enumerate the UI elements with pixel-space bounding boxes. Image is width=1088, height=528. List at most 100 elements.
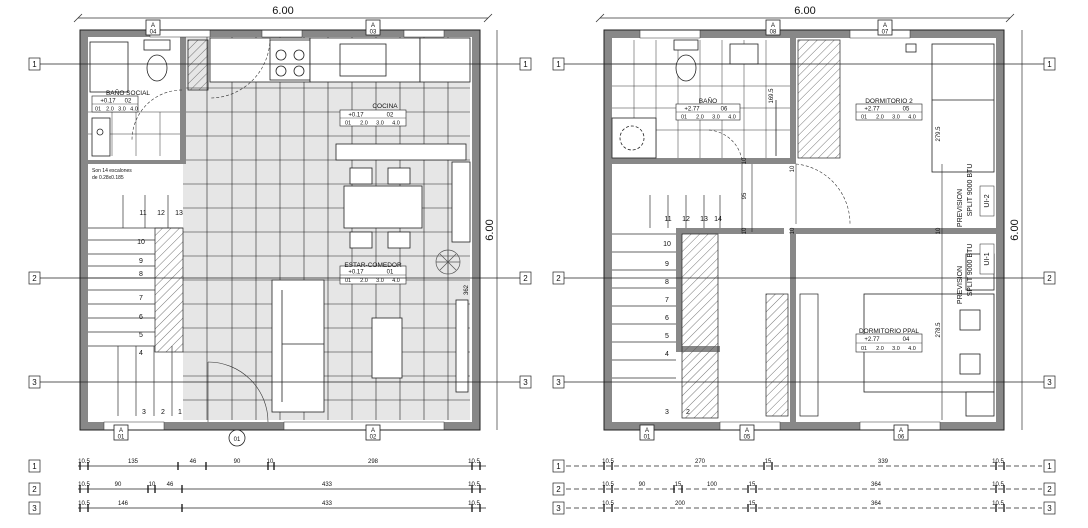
dim-value: 10.5 <box>602 459 614 465</box>
room-tag-bano: BAÑO +2.77 06 01 2.0 3.0 4.0 <box>675 96 741 121</box>
room-code: 4.0 <box>908 115 916 121</box>
inner-dimension: 278.5 <box>936 322 942 338</box>
inner-dimension: 10 <box>742 227 748 234</box>
dim-value: 10.5 <box>468 482 480 488</box>
bedroom-2-bed <box>905 43 995 173</box>
dim-value: 10.5 <box>468 501 480 507</box>
room-num: 02 <box>125 99 132 105</box>
dim-row-axis: 1 <box>556 462 561 471</box>
room-num: 06 <box>721 107 728 113</box>
dim-value: 10.5 <box>78 459 90 465</box>
axis-tag: 3 <box>32 378 37 387</box>
room-tag-dormitorio-ppal: DORMITORIO PPAL +2.77 04 01 2.0 3.0 4.0 <box>855 328 923 353</box>
split-note-line: SPLIT 9000 BTU <box>967 164 974 217</box>
room-num: 01 <box>387 270 394 276</box>
dim-value: 10.5 <box>602 482 614 488</box>
section-mark: A 06 <box>893 424 909 441</box>
door-swings <box>131 37 271 423</box>
step-number: 4 <box>665 351 669 358</box>
room-name: ESTAR-COMEDOR <box>344 262 402 269</box>
room-code: 3.0 <box>892 346 900 352</box>
axis-tag: 2 <box>32 274 37 283</box>
step-number: 9 <box>665 261 669 268</box>
room-code: 2.0 <box>360 121 368 127</box>
dim-value: 433 <box>322 482 333 488</box>
dining-table <box>343 161 471 249</box>
room-tag-dormitorio-2: DORMITORIO 2 +2.77 05 01 2.0 3.0 4.0 <box>855 98 923 121</box>
section-number: 08 <box>770 30 777 36</box>
room-code: 01 <box>345 121 351 127</box>
room-num: 04 <box>903 337 910 343</box>
overall-width-label: 6.00 <box>794 5 815 17</box>
dim-ticks <box>603 462 1005 512</box>
dim-row-axis: 1 <box>32 462 37 471</box>
dim-value: 10.5 <box>602 501 614 507</box>
room-code: 4.0 <box>130 107 138 113</box>
dim-value: 433 <box>322 501 333 507</box>
step-number: 2 <box>161 409 165 416</box>
dim-value: 90 <box>115 482 122 488</box>
room-level: +0.17 <box>100 99 116 105</box>
upper-stairs <box>612 195 721 419</box>
grid-axes <box>40 63 1044 383</box>
step-number: 14 <box>714 216 722 223</box>
room-code: 2.0 <box>360 278 368 284</box>
section-mark: A 01 <box>639 424 655 441</box>
room-code: 4.0 <box>392 121 400 127</box>
split-note-line: PREVISION <box>957 266 964 304</box>
room-name: BAÑO <box>699 96 717 105</box>
dim-value: 270 <box>695 459 706 465</box>
stairs-note-2: de 0.28x0.185 <box>92 175 124 181</box>
dim-value: 10.5 <box>78 501 90 507</box>
dim-value: 15 <box>749 501 756 507</box>
dim-value: 298 <box>368 459 379 465</box>
step-number: 11 <box>664 216 671 223</box>
step-number: 10 <box>137 239 145 246</box>
door-mark: 01 <box>228 429 246 447</box>
kitchen-counter <box>209 37 471 161</box>
axis-tag: 1 <box>556 60 561 69</box>
dim-value: 364 <box>871 501 882 507</box>
dim-row-axis: 2 <box>1047 485 1052 494</box>
axis-tag: 2 <box>523 274 528 283</box>
section-letter: A <box>745 428 749 434</box>
axis-tags: 1 1 2 2 3 3 1 1 2 2 3 3 <box>28 57 1056 389</box>
room-code: 2.0 <box>106 107 114 113</box>
room-code: 2.0 <box>876 115 884 121</box>
closet-1 <box>797 39 841 159</box>
inner-dimension: 10 <box>790 227 796 234</box>
dim-value: 10.5 <box>992 482 1004 488</box>
bathroom-fixtures <box>611 39 777 159</box>
inner-dimensions: 169.5 279.5 278.5 95 10 10 10 10 10 <box>742 88 942 338</box>
room-code: 01 <box>345 278 351 284</box>
room-code: 01 <box>861 346 867 352</box>
room-code: 4.0 <box>392 278 400 284</box>
closet-3 <box>799 293 819 417</box>
inner-dimension: 95 <box>742 192 748 199</box>
step-number: 5 <box>139 332 143 339</box>
step-number: 6 <box>139 314 143 321</box>
dim-value: 135 <box>128 459 139 465</box>
door-swings <box>707 129 943 420</box>
overall-width-dimension: 6.00 <box>595 5 1015 23</box>
upper-floor-plan: 6.00 6.00 <box>595 5 1023 441</box>
room-level: +0.17 <box>348 270 364 276</box>
sofa <box>271 279 469 413</box>
room-tag-bano-social: BAÑO SOCIAL +0.17 02 01 2.0 3.0 4.0 <box>91 88 150 113</box>
room-code: 3.0 <box>892 115 900 121</box>
step-number: 12 <box>682 216 690 223</box>
section-number: 07 <box>882 30 889 36</box>
step-number: 5 <box>665 333 669 340</box>
dim-value: 46 <box>190 459 197 465</box>
inner-dimension: 10 <box>742 157 748 164</box>
overall-depth-label: 6.00 <box>1009 219 1021 240</box>
dim-row-axis: 3 <box>32 504 37 513</box>
axis-tag: 3 <box>556 378 561 387</box>
inner-dimension: 10 <box>936 227 942 234</box>
step-number: 4 <box>139 350 143 357</box>
dim-value: 15 <box>749 482 756 488</box>
room-name: DORMITORIO PPAL <box>859 328 919 335</box>
dim-row-axis: 2 <box>32 485 37 494</box>
door-mark-number: 01 <box>234 437 241 443</box>
